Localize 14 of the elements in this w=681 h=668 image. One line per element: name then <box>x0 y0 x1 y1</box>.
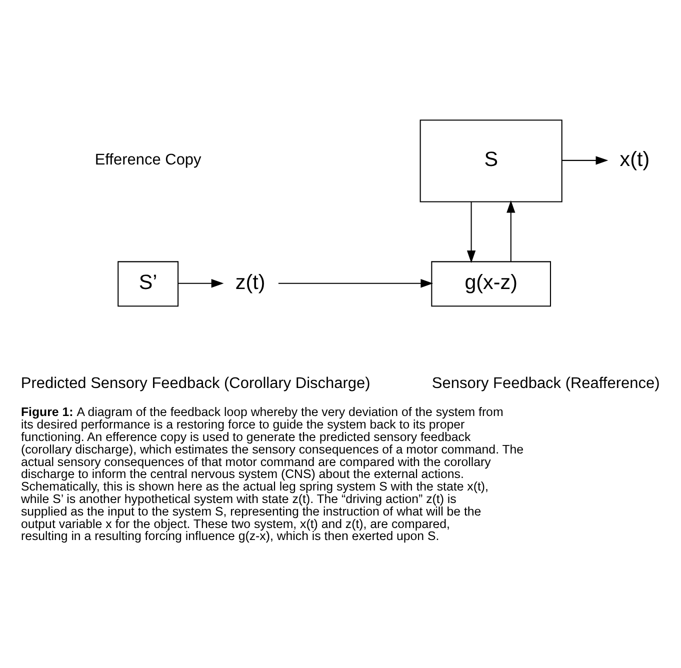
arrow <box>562 156 608 165</box>
arrow <box>278 279 434 288</box>
label: Sensory Feedback (Reafference) <box>432 375 660 392</box>
label: Efference Copy <box>94 152 202 169</box>
node-text: z(t) <box>235 271 266 294</box>
caption: Figure 1: A diagram of the feedback loop whereby the very deviation of the system from its desired performance is a restoring force to guide the system back to its proper functioning. An efference copy is used to generate the predicted sensory feedback (corollary discharge), which estimates the sensory consequences of a motor command. The actual sensory consequences of that motor command are compared with the corollary discharge to inform the central nervous system (CNS) about the external actions. Schematically, this is shown here as the actual leg spring system S with the state x(t), while S’ is another hypothetical system with state z(t). The “driving action” z(t) is supplied as the input to the system S, representing the instruction of what will be the output variable x for the object. These two system, x(t) and z(t), are compared, resulting in a resulting forcing influence g(z-x), which is then exerted upon S. <box>20 405 524 544</box>
node-box: S <box>420 120 562 202</box>
arrow <box>466 202 476 263</box>
arrow <box>506 200 516 262</box>
label: Predicted Sensory Feedback (Corollary Discharge) <box>20 375 370 392</box>
arrow <box>178 279 224 288</box>
node-box: g(x-z) <box>431 261 552 307</box>
node-text: x(t) <box>620 148 650 172</box>
node-box: S’ <box>118 261 179 307</box>
